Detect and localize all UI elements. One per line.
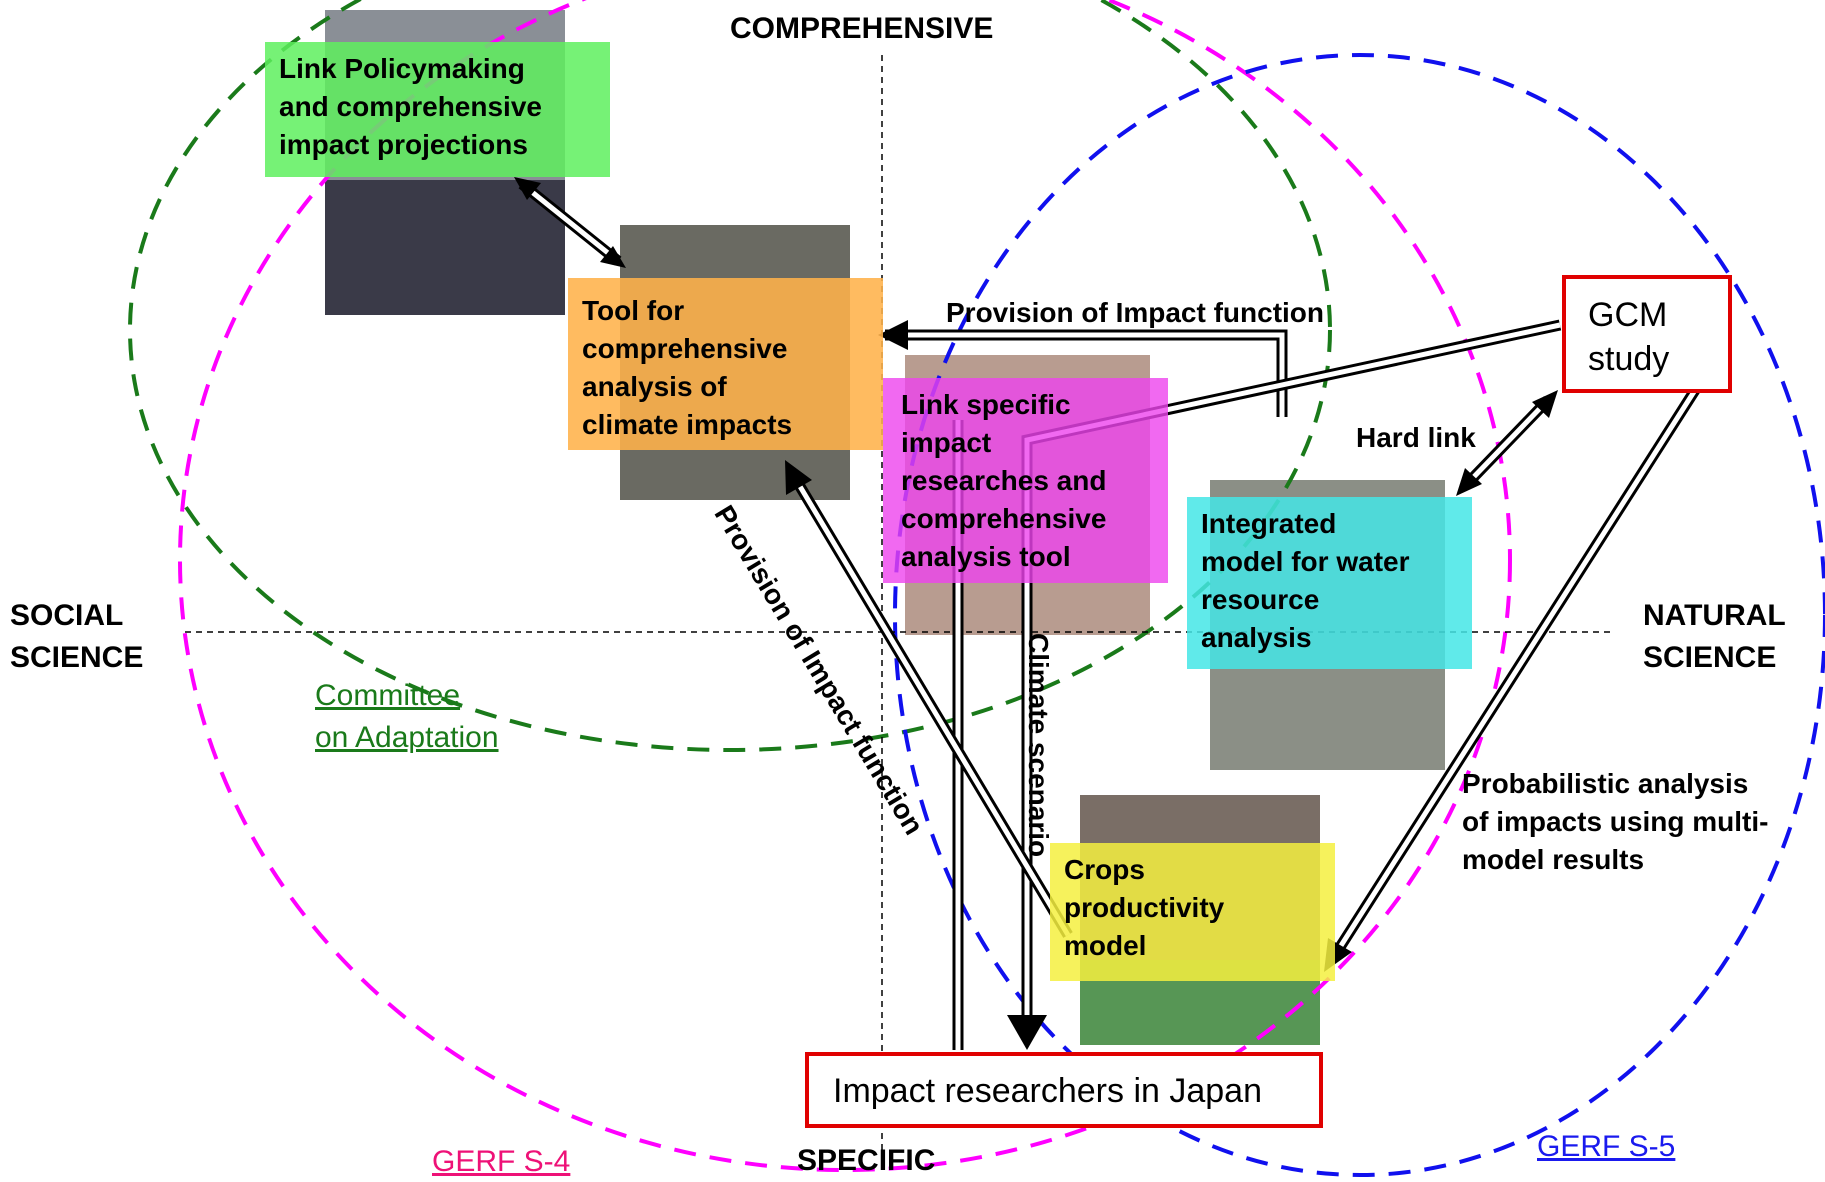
box-tool-line3: analysis of bbox=[582, 371, 727, 402]
box-link-line3: researches and bbox=[901, 465, 1107, 496]
axis-left-label: SOCIAL SCIENCE bbox=[10, 595, 143, 679]
gcm-study-box: GCM study bbox=[1562, 275, 1732, 393]
probabilistic-line3: model results bbox=[1462, 844, 1645, 875]
blue-circle bbox=[893, 53, 1825, 1177]
probabilistic-line1: Probabilistic analysis bbox=[1462, 768, 1749, 799]
box-water-line2: model for water bbox=[1201, 546, 1410, 577]
box-crops-line3: model bbox=[1064, 930, 1147, 961]
box-tool-line4: climate impacts bbox=[582, 409, 793, 440]
gcm-line1: GCM bbox=[1588, 296, 1668, 334]
axis-right-line2: SCIENCE bbox=[1643, 641, 1777, 674]
box-link-specific: Link specific impact researches and comp… bbox=[883, 378, 1168, 583]
box-water-line4: analysis bbox=[1201, 622, 1312, 653]
box-water-line1: Integrated bbox=[1201, 508, 1337, 539]
box-crops-line2: productivity bbox=[1064, 892, 1225, 923]
green-circle-label-line2: on Adaptation bbox=[315, 721, 499, 754]
axis-left-line1: SOCIAL bbox=[10, 599, 124, 632]
arrow-policy-tool bbox=[514, 177, 626, 268]
axis-left-line2: SCIENCE bbox=[10, 641, 144, 674]
blue-circle-label[interactable]: GERF S-5 bbox=[1537, 1130, 1676, 1163]
green-circle-label[interactable]: Committee on Adaptation bbox=[315, 675, 499, 759]
edge-label-probabilistic: Probabilistic analysis of impacts using … bbox=[1462, 765, 1768, 879]
box-policy-line1: Link Policymaking bbox=[279, 53, 525, 84]
edge-label-hard-link: Hard link bbox=[1356, 422, 1476, 453]
box-integrated-water: Integrated model for water resource anal… bbox=[1187, 497, 1472, 669]
box-policy-line3: impact projections bbox=[279, 129, 528, 160]
box-crops-productivity: Crops productivity model bbox=[1050, 843, 1335, 981]
impact-researchers-box: Impact researchers in Japan bbox=[805, 1052, 1323, 1128]
arrow-provision-diag bbox=[785, 460, 1073, 938]
edge-label-climate-scenario: Climate scenario bbox=[1023, 633, 1054, 858]
gcm-line2: study bbox=[1588, 340, 1670, 378]
axis-bottom-label: SPECIFIC bbox=[797, 1144, 936, 1177]
box-tool-comprehensive: Tool for comprehensive analysis of clima… bbox=[568, 278, 883, 450]
magenta-circle bbox=[178, 0, 1512, 1172]
axis-right-label: NATURAL SCIENCE bbox=[1643, 595, 1786, 679]
green-circle bbox=[128, 0, 1332, 752]
magenta-circle-label[interactable]: GERF S-4 bbox=[432, 1145, 571, 1178]
box-link-line1: Link specific bbox=[901, 389, 1071, 420]
box-link-line4: comprehensive bbox=[901, 503, 1107, 534]
arrow-hard-link bbox=[1456, 390, 1558, 496]
axis-top-label: COMPREHENSIVE bbox=[730, 12, 994, 45]
box-link-policymaking: Link Policymaking and comprehensive impa… bbox=[265, 42, 610, 177]
green-circle-label-line1: Committee bbox=[315, 679, 461, 712]
box-crops-line1: Crops bbox=[1064, 854, 1145, 885]
edge-label-provision-top: Provision of Impact function bbox=[946, 297, 1325, 328]
box-policy-line2: and comprehensive bbox=[279, 91, 542, 122]
box-water-line3: resource bbox=[1201, 584, 1320, 615]
box-link-line5: analysis tool bbox=[901, 541, 1071, 572]
axis-right-line1: NATURAL bbox=[1643, 599, 1786, 632]
box-tool-line2: comprehensive bbox=[582, 333, 788, 364]
probabilistic-line2: of impacts using multi- bbox=[1462, 806, 1769, 837]
box-link-line2: impact bbox=[901, 427, 992, 458]
box-tool-line1: Tool for bbox=[582, 295, 685, 326]
